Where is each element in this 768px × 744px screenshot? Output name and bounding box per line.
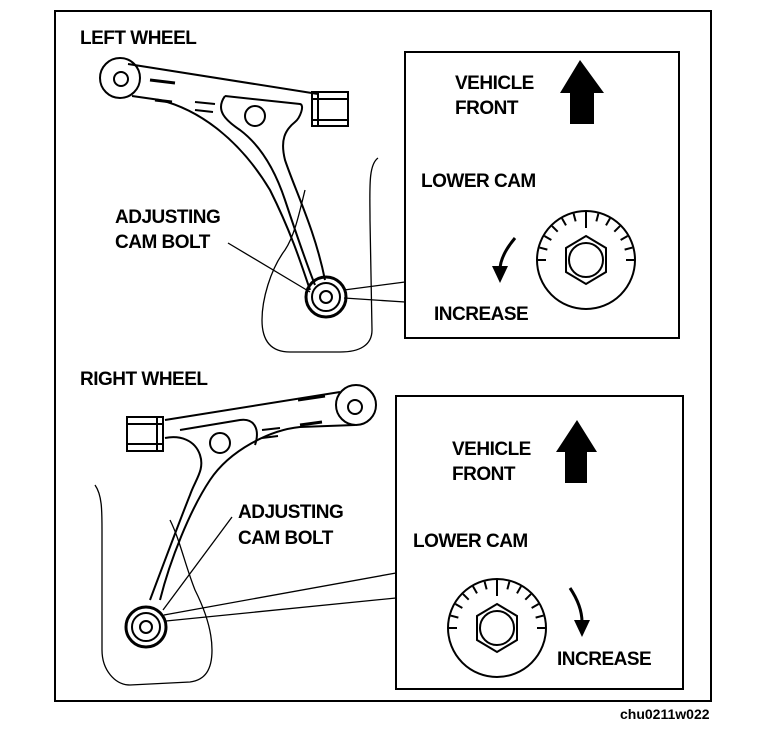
left-knuckle-outline bbox=[261, 157, 379, 353]
left-cam-bolt bbox=[304, 275, 348, 319]
dial-tick bbox=[450, 614, 459, 619]
left-inset: VEHICLE FRONT LOWER CAM INCREASE bbox=[404, 51, 680, 339]
clockwise-arrow-icon bbox=[568, 587, 584, 623]
dial-tick bbox=[551, 225, 559, 233]
left-callout-line1: ADJUSTING bbox=[115, 207, 220, 228]
dial-tick bbox=[605, 217, 611, 226]
right-detail-connector bbox=[163, 572, 397, 622]
right-rear-bushing bbox=[126, 416, 164, 452]
dial-tick bbox=[543, 235, 552, 241]
dial-tick bbox=[561, 217, 567, 226]
right-wheel-title: RIGHT WHEEL bbox=[80, 369, 208, 390]
left-callout-line2: CAM BOLT bbox=[115, 232, 211, 253]
right-direction-line2: FRONT bbox=[452, 464, 516, 485]
left-direction-line2: FRONT bbox=[455, 98, 519, 119]
arrow-up-icon bbox=[560, 60, 604, 124]
left-inset-frame bbox=[404, 51, 680, 339]
right-callout-line1: ADJUSTING bbox=[238, 502, 343, 523]
right-inset-frame bbox=[395, 395, 684, 690]
right-callout-leader bbox=[162, 516, 233, 611]
left-wheel-title: LEFT WHEEL bbox=[80, 28, 197, 49]
dial-tick bbox=[535, 614, 544, 619]
right-rotation-label: INCREASE bbox=[557, 649, 651, 670]
outer-frame bbox=[54, 10, 712, 702]
dial-tick bbox=[595, 213, 600, 222]
right-cam-label: LOWER CAM bbox=[413, 531, 528, 552]
dial-tick bbox=[516, 585, 522, 594]
right-callout-line2: CAM BOLT bbox=[238, 528, 334, 549]
dial-tick bbox=[483, 581, 488, 590]
left-direction-line1: VEHICLE bbox=[455, 73, 534, 94]
left-lower-cam-dial bbox=[536, 210, 636, 310]
dial-tick bbox=[572, 213, 577, 222]
counterclockwise-arrow-icon bbox=[498, 237, 517, 271]
right-cam-bolt bbox=[124, 605, 168, 649]
dial-tick bbox=[620, 235, 629, 241]
left-control-arm bbox=[99, 57, 349, 319]
right-wheel-panel: RIGHT WHEEL ADJUSTING CAM BOLT VEHICLE bbox=[80, 369, 684, 690]
left-rotation-label: INCREASE bbox=[434, 304, 528, 325]
left-rear-bushing bbox=[311, 91, 349, 127]
right-control-arm bbox=[124, 384, 377, 649]
dial-tick bbox=[539, 246, 548, 251]
right-direction-line1: VEHICLE bbox=[452, 439, 531, 460]
figure-id: chu0211w022 bbox=[620, 706, 710, 722]
right-inset: VEHICLE FRONT LOWER CAM INCREASE bbox=[395, 395, 684, 690]
left-callout-leader bbox=[227, 242, 311, 293]
dial-tick bbox=[454, 603, 463, 609]
dial-tick bbox=[506, 581, 511, 590]
left-wheel-panel: LEFT WHEEL ADJUSTING CAM BOLT bbox=[80, 28, 680, 353]
dial-tick bbox=[462, 593, 470, 601]
left-cam-label: LOWER CAM bbox=[421, 171, 536, 192]
arrow-up-icon bbox=[556, 420, 597, 483]
right-lower-cam-dial bbox=[447, 578, 547, 678]
dial-tick bbox=[531, 603, 540, 609]
dial-tick bbox=[624, 246, 633, 251]
right-knuckle-outline bbox=[94, 484, 213, 686]
left-detail-connector bbox=[343, 281, 406, 303]
dial-tick bbox=[613, 225, 621, 233]
dial-tick bbox=[524, 593, 532, 601]
dial-tick bbox=[472, 585, 478, 594]
